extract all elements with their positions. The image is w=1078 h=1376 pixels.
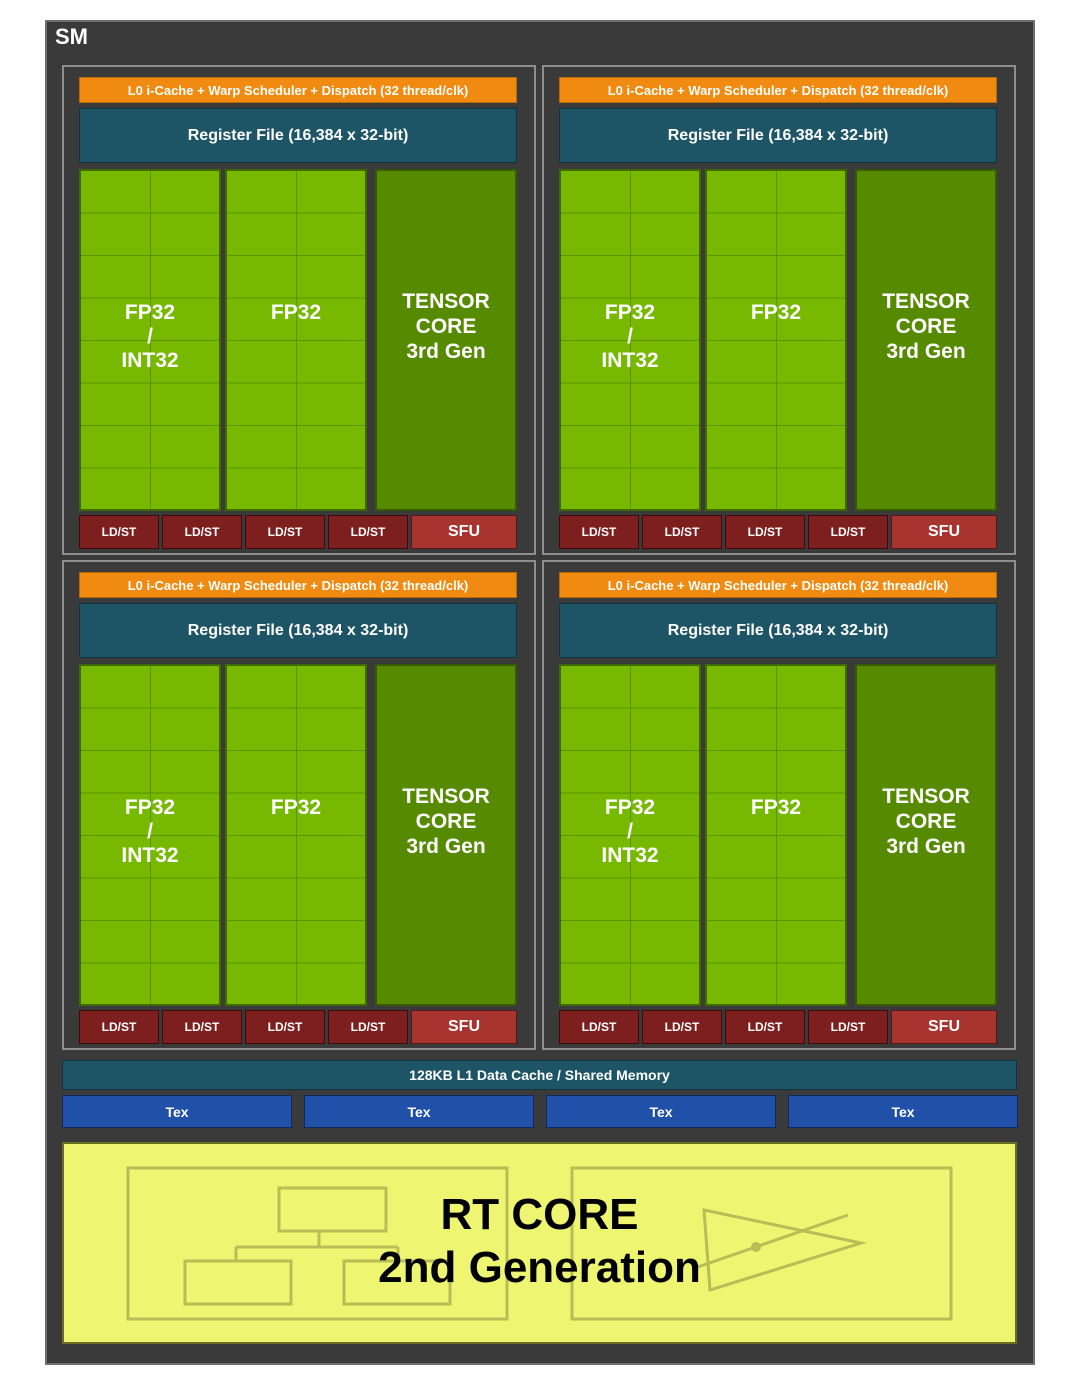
tex-unit: Tex [62,1095,292,1128]
processing-block: L0 i-Cache + Warp Scheduler + Dispatch (… [62,65,536,555]
fp32-int32-unit: FP32 / INT32 [559,664,701,1006]
fp32-unit: FP32 [705,169,847,511]
tensor-core-label: TENSOR CORE 3rd Gen [882,290,970,363]
sfu-unit: SFU [891,515,997,549]
fp32-label: FP32 [270,301,322,324]
processing-block: L0 i-Cache + Warp Scheduler + Dispatch (… [542,65,1016,555]
ldst-unit: LD/ST [808,1010,888,1044]
tensor-core: TENSOR CORE 3rd Gen [375,664,517,1006]
tensor-core: TENSOR CORE 3rd Gen [375,169,517,511]
fp32-unit: FP32 [705,664,847,1006]
warp-scheduler: L0 i-Cache + Warp Scheduler + Dispatch (… [559,572,997,598]
fp32-int32-unit: FP32 / INT32 [79,664,221,1006]
fp32-unit: FP32 [225,664,367,1006]
fp32-unit: FP32 [225,169,367,511]
fp32-int32-label: FP32 / INT32 [121,796,179,867]
ldst-unit: LD/ST [79,1010,159,1044]
tensor-core: TENSOR CORE 3rd Gen [855,169,997,511]
fp32-label: FP32 [750,301,802,324]
intersection-point [751,1242,761,1252]
sfu-unit: SFU [891,1010,997,1044]
bvh-leaf-node [183,1259,293,1306]
ldst-unit: LD/ST [245,1010,325,1044]
register-file: Register File (16,384 x 32-bit) [559,603,997,658]
l1-data-cache: 128KB L1 Data Cache / Shared Memory [62,1060,1017,1090]
ldst-unit: LD/ST [162,515,242,549]
register-file: Register File (16,384 x 32-bit) [559,108,997,163]
rt-core: RT CORE 2nd Generation [62,1142,1017,1344]
tex-unit: Tex [304,1095,534,1128]
ldst-unit: LD/ST [559,1010,639,1044]
ldst-unit: LD/ST [162,1010,242,1044]
bvh-root-node [277,1186,388,1233]
ldst-unit: LD/ST [559,515,639,549]
fp32-int32-label: FP32 / INT32 [601,301,659,372]
ray-triangle [702,1208,867,1292]
ray-line [691,1213,849,1271]
ldst-unit: LD/ST [642,1010,722,1044]
ldst-unit: LD/ST [79,515,159,549]
register-file: Register File (16,384 x 32-bit) [79,108,517,163]
fp32-int32-unit: FP32 / INT32 [79,169,221,511]
ldst-unit: LD/ST [642,515,722,549]
tensor-core-label: TENSOR CORE 3rd Gen [402,785,490,858]
bvh-panel [126,1166,509,1321]
tex-unit: Tex [788,1095,1018,1128]
tensor-core: TENSOR CORE 3rd Gen [855,664,997,1006]
bvh-leaf-node [342,1259,452,1306]
tex-unit: Tex [546,1095,776,1128]
tensor-core-label: TENSOR CORE 3rd Gen [882,785,970,858]
sfu-unit: SFU [411,1010,517,1044]
ldst-unit: LD/ST [328,1010,408,1044]
fp32-int32-unit: FP32 / INT32 [559,169,701,511]
sfu-unit: SFU [411,515,517,549]
fp32-label: FP32 [270,796,322,819]
register-file: Register File (16,384 x 32-bit) [79,603,517,658]
tensor-core-label: TENSOR CORE 3rd Gen [402,290,490,363]
ldst-unit: LD/ST [725,1010,805,1044]
warp-scheduler: L0 i-Cache + Warp Scheduler + Dispatch (… [79,572,517,598]
processing-block: L0 i-Cache + Warp Scheduler + Dispatch (… [542,560,1016,1050]
ldst-unit: LD/ST [725,515,805,549]
processing-block: L0 i-Cache + Warp Scheduler + Dispatch (… [62,560,536,1050]
warp-scheduler: L0 i-Cache + Warp Scheduler + Dispatch (… [559,77,997,103]
fp32-int32-label: FP32 / INT32 [601,796,659,867]
sm-label: SM [55,24,88,49]
warp-scheduler: L0 i-Cache + Warp Scheduler + Dispatch (… [79,77,517,103]
streaming-multiprocessor: SM L0 i-Cache + Warp Scheduler + Dispatc… [45,20,1035,1365]
rt-core-label: RT CORE 2nd Generation [378,1190,701,1292]
intersection-panel [570,1166,953,1321]
fp32-label: FP32 [750,796,802,819]
rt-core-decoration [126,1166,953,1321]
fp32-int32-label: FP32 / INT32 [121,301,179,372]
ldst-unit: LD/ST [808,515,888,549]
ldst-unit: LD/ST [245,515,325,549]
ldst-unit: LD/ST [328,515,408,549]
